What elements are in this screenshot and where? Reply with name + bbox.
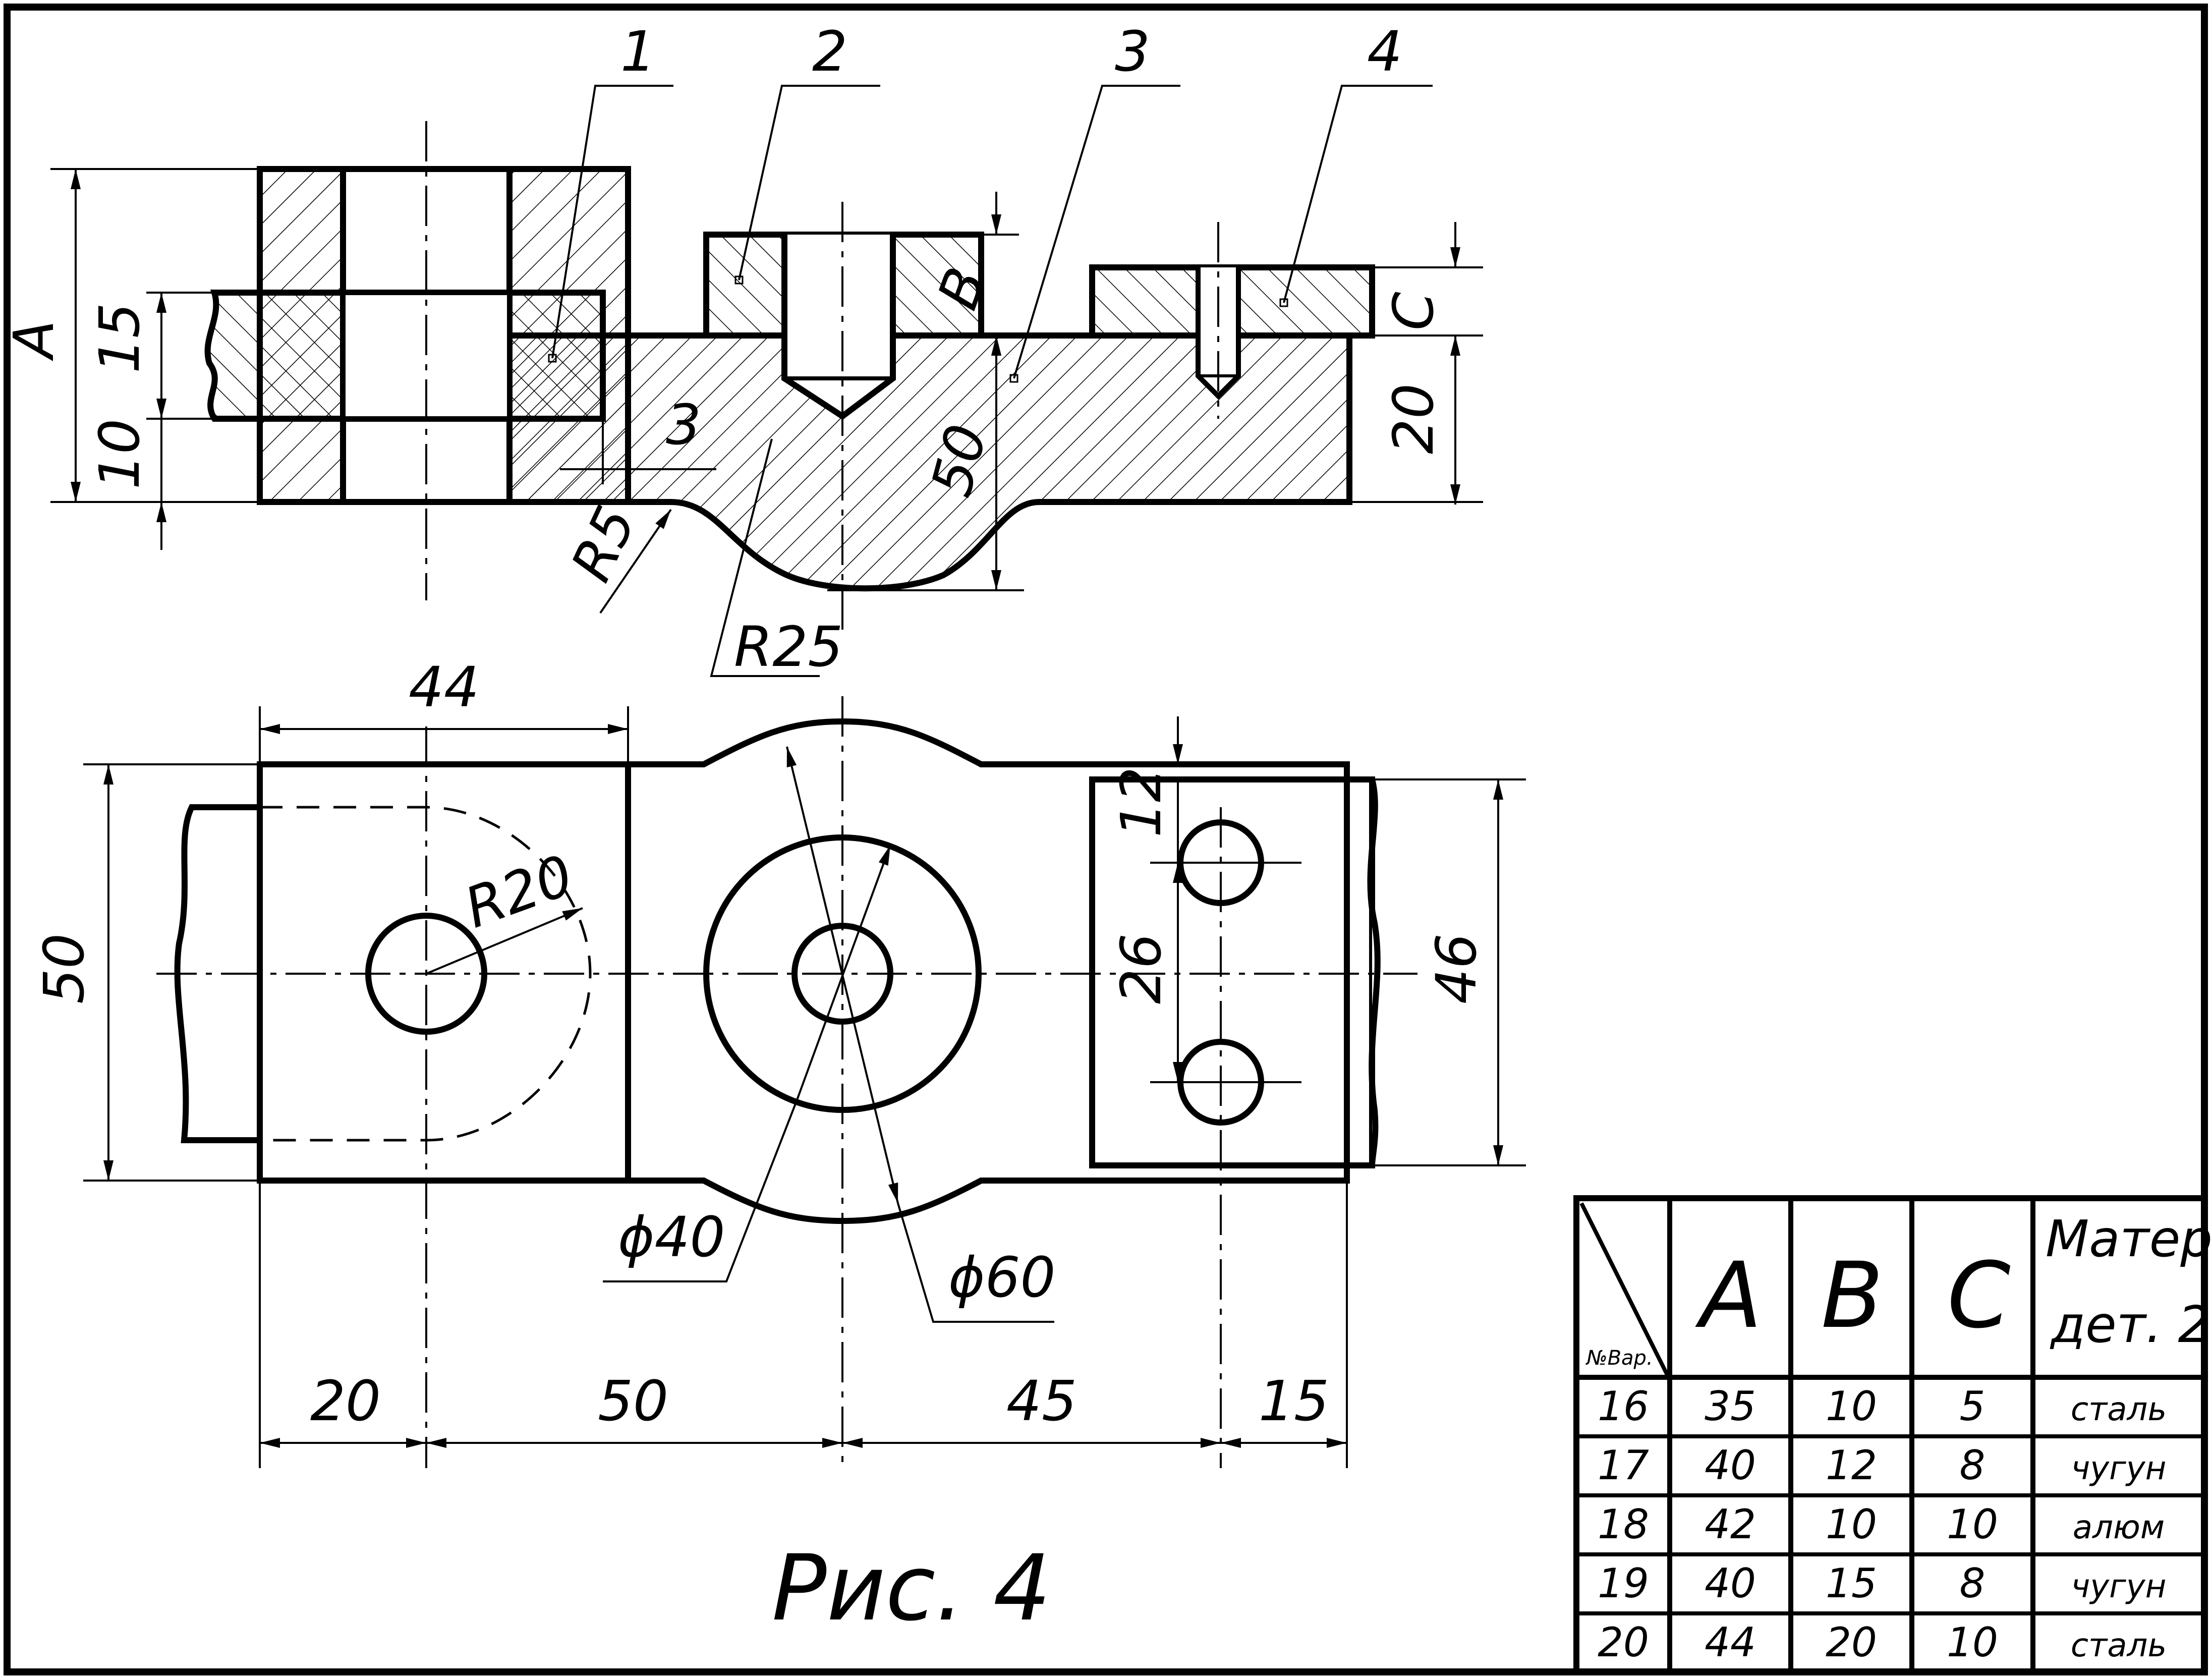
hidden-pin-outline xyxy=(260,806,592,1142)
dim-bottom-20: 20 xyxy=(310,1369,381,1433)
table-cell-var: 18 xyxy=(1598,1501,1649,1548)
dim-phi60: ϕ60 xyxy=(948,1245,1056,1310)
table-cell-var: 16 xyxy=(1598,1383,1649,1430)
table-header-C: C xyxy=(1947,1243,2011,1349)
table-cell-a: 35 xyxy=(1705,1383,1756,1430)
dim-20-vertical: 20 xyxy=(1381,383,1446,454)
table-corner-label: №Вар. xyxy=(1585,1347,1653,1370)
leader-label-2: 2 xyxy=(812,19,847,84)
leader-label-3: 3 xyxy=(1115,19,1150,84)
variant-table-rows: 16 35 10 5 сталь 17 40 12 8 чугун 18 42 10 10 алюм 19 40… xyxy=(1598,1383,2167,1666)
table-cell-c: 5 xyxy=(1960,1383,1986,1430)
dim-bottom-50: 50 xyxy=(598,1369,668,1433)
body-outline xyxy=(625,718,1350,1224)
table-header-material-1: Матер. xyxy=(2046,1209,2212,1268)
dim-10: 10 xyxy=(87,419,152,489)
dim-46: 46 xyxy=(1424,933,1489,1004)
figure-caption: Рис. 4 xyxy=(772,1536,1051,1641)
tapped-hole-outline xyxy=(1196,267,1241,400)
table-cell-a: 44 xyxy=(1705,1619,1756,1666)
table-cell-a: 40 xyxy=(1705,1560,1756,1607)
plan-view xyxy=(83,696,1526,1468)
pin-end xyxy=(174,804,260,1143)
table-cell-b: 15 xyxy=(1826,1560,1877,1607)
dim-R5: R5 xyxy=(559,496,649,591)
table-cell-b: 12 xyxy=(1826,1442,1877,1489)
table-cell-mat: чугун xyxy=(2071,1568,2166,1605)
table-cell-a: 42 xyxy=(1705,1501,1756,1548)
table-cell-var: 17 xyxy=(1598,1442,1649,1489)
table-cell-b: 10 xyxy=(1826,1501,1877,1548)
dim-bottom-45: 45 xyxy=(1006,1369,1077,1433)
table-cell-c: 10 xyxy=(1947,1619,1998,1666)
dim-15: 15 xyxy=(87,303,152,373)
dim-R25: R25 xyxy=(734,614,843,679)
table-cell-mat: алюм xyxy=(2073,1509,2165,1546)
blind-hole-outline xyxy=(781,235,896,420)
dim-A: A xyxy=(2,320,66,361)
dim-bottom-15: 15 xyxy=(1259,1369,1329,1433)
table-cell-var: 20 xyxy=(1598,1619,1649,1666)
variant-table xyxy=(1573,1195,2207,1675)
table-cell-a: 40 xyxy=(1705,1442,1756,1489)
leader-label-4: 4 xyxy=(1367,19,1402,84)
table-cell-c: 8 xyxy=(1960,1560,1986,1607)
table-cell-mat: чугун xyxy=(2071,1450,2166,1487)
leader-label-1: 1 xyxy=(620,19,656,84)
table-header-B: B xyxy=(1821,1243,1884,1349)
dim-44: 44 xyxy=(409,655,479,719)
table-cell-c: 8 xyxy=(1960,1442,1986,1489)
dim-3: 3 xyxy=(666,393,701,457)
table-cell-mat: сталь xyxy=(2071,1391,2167,1428)
sheet-frame xyxy=(4,4,2208,1675)
clevis-top xyxy=(257,761,631,1184)
dim-C: C xyxy=(1381,292,1446,330)
table-cell-mat: сталь xyxy=(2071,1627,2167,1664)
table-header-A: A xyxy=(1695,1243,1762,1349)
part-3-body xyxy=(506,332,1352,592)
dim-26: 26 xyxy=(1109,933,1173,1004)
table-cell-b: 10 xyxy=(1826,1383,1877,1430)
table-cell-var: 19 xyxy=(1598,1560,1649,1607)
variant-table-text: №Вар. A B C Матер. дет. 2 xyxy=(1585,1209,2212,1370)
dim-R20: R20 xyxy=(457,843,581,940)
section-view xyxy=(50,85,1483,677)
dim-50-left: 50 xyxy=(32,933,96,1004)
dim-phi40: ϕ40 xyxy=(618,1205,725,1269)
dim-12: 12 xyxy=(1109,767,1173,837)
table-cell-b: 20 xyxy=(1826,1619,1877,1666)
table-cell-c: 10 xyxy=(1947,1501,1998,1548)
table-header-material-2: дет. 2 xyxy=(2050,1295,2210,1354)
